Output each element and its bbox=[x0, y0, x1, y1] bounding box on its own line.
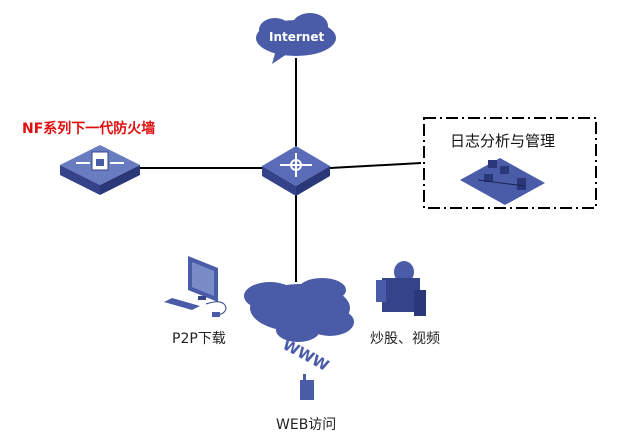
internet-label: Internet bbox=[269, 30, 325, 44]
link-switch-log bbox=[329, 162, 422, 169]
svg-text:WWW: WWW bbox=[280, 336, 333, 375]
log-management-label: 日志分析与管理 bbox=[450, 132, 556, 150]
firewall-label: NF系列下一代防火墙 bbox=[22, 121, 156, 137]
network-lan-icon bbox=[460, 158, 545, 205]
switch-icon bbox=[262, 146, 330, 196]
internet-cloud-icon bbox=[256, 13, 336, 64]
firewall-icon bbox=[60, 145, 140, 195]
computer-icon bbox=[164, 256, 227, 317]
web-label: WEB访问 bbox=[276, 417, 337, 433]
p2p-label: P2P下载 bbox=[172, 331, 226, 347]
www-icon: WWW bbox=[280, 336, 333, 400]
stock-video-label: 炒股、视频 bbox=[370, 331, 440, 347]
user-icon bbox=[376, 261, 426, 316]
lan-cloud-icon bbox=[244, 278, 354, 342]
log-management-box bbox=[423, 117, 597, 209]
